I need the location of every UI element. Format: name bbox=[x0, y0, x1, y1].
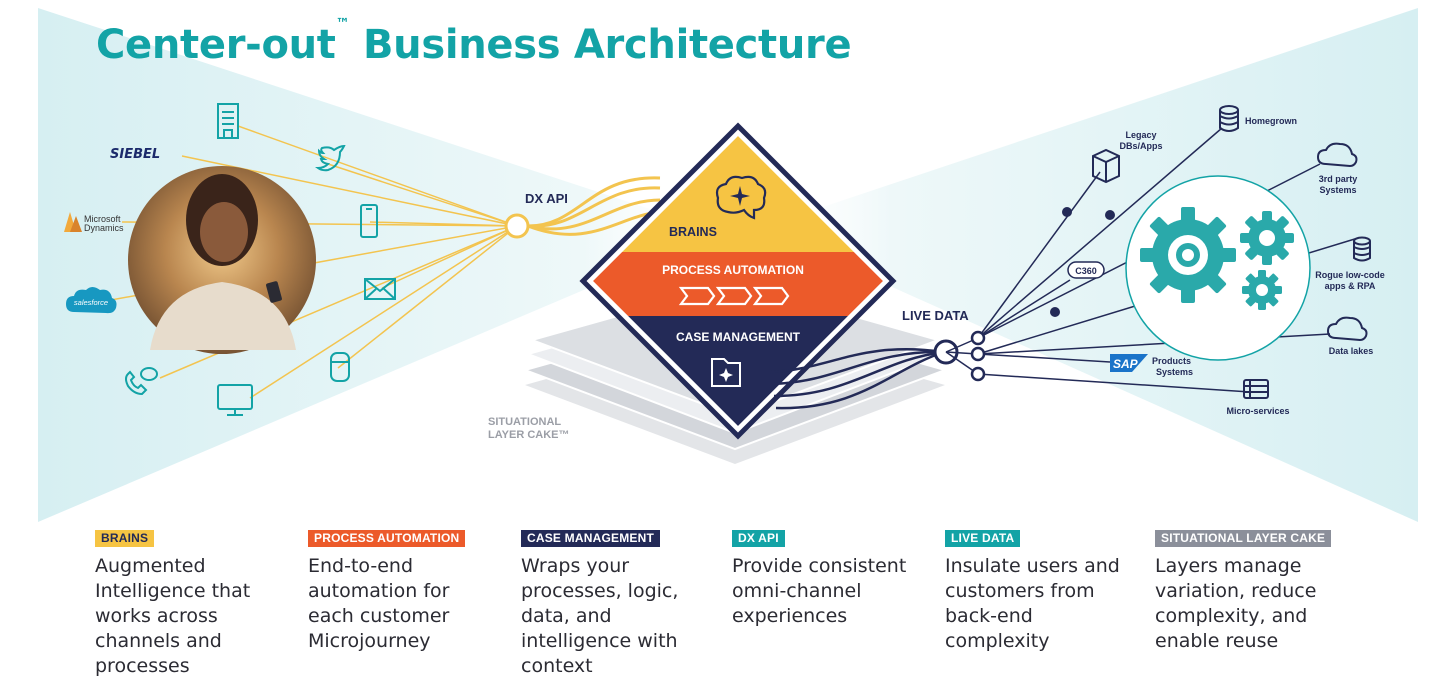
rogue-apps-db-icon bbox=[1353, 236, 1371, 262]
data-lakes-cloud-icon bbox=[1326, 316, 1368, 342]
legend-dx-api: DX API Provide consistent omni-channel exp… bbox=[732, 529, 932, 629]
homegrown-label: Homegrown bbox=[1245, 116, 1297, 126]
legend-case-management: CASE MANAGEMENT Wraps your processes, log… bbox=[521, 529, 721, 679]
legend-description-line: Intelligence that bbox=[95, 580, 251, 602]
legend-description-line: enable reuse bbox=[1155, 630, 1279, 652]
microsoft-dynamics-logo: Microsoft Dynamics bbox=[64, 212, 124, 233]
phone-chat-icon bbox=[125, 367, 158, 396]
legend-live-data: LIVE DATA Insulate users and customers fr… bbox=[945, 529, 1145, 654]
rogue-label-line-1: Rogue low-code bbox=[1315, 270, 1385, 280]
legend-description-line: back-end bbox=[945, 605, 1033, 627]
legend-description-line: each customer bbox=[308, 605, 450, 627]
legend-description-line: channels and bbox=[95, 630, 222, 652]
svg-text:Dynamics: Dynamics bbox=[84, 223, 124, 233]
legend-description-line: data, and bbox=[521, 605, 612, 627]
smart-speaker-icon bbox=[330, 352, 350, 382]
process-automation-label: PROCESS AUTOMATION bbox=[662, 263, 804, 277]
case-folder-icon bbox=[711, 358, 741, 387]
live-data-node-1 bbox=[970, 330, 986, 346]
sap-products-label-line-2: Systems bbox=[1156, 367, 1193, 377]
layer-cake-label-line-1: SITUATIONAL bbox=[488, 416, 561, 428]
legend-description-line: automation for bbox=[308, 580, 450, 602]
legend-situational-layer-cake: SITUATIONAL LAYER CAKE Layers manage vari… bbox=[1155, 529, 1355, 654]
legend-description-line: works across bbox=[95, 605, 218, 627]
legend-badge: BRAINS bbox=[95, 530, 155, 547]
svg-text:C360: C360 bbox=[1075, 266, 1097, 276]
brains-label: BRAINS bbox=[669, 225, 717, 239]
process-arrows-icon bbox=[678, 286, 790, 306]
process-automation-layer bbox=[591, 252, 885, 316]
data-lakes-label: Data lakes bbox=[1329, 346, 1374, 356]
rogue-label-line-2: apps & RPA bbox=[1325, 281, 1376, 291]
legend-description-line: complexity bbox=[945, 630, 1050, 652]
legend-description-line: Layers manage bbox=[1155, 555, 1302, 577]
legend-description-line: Insulate users and bbox=[945, 555, 1120, 577]
micro-services-label: Micro-services bbox=[1226, 406, 1289, 416]
legend-description: Provide consistent omni-channel experience… bbox=[732, 554, 932, 629]
legend-description-line: variation, reduce bbox=[1155, 580, 1317, 602]
legend-description-line: End-to-end bbox=[308, 555, 414, 577]
twitter-icon bbox=[314, 144, 346, 172]
monitor-icon bbox=[217, 384, 253, 416]
micro-services-icon bbox=[1243, 379, 1269, 399]
c360-badge: C360 bbox=[1067, 261, 1105, 279]
mobile-phone-icon bbox=[360, 204, 378, 238]
legend-description-line: complexity, and bbox=[1155, 605, 1308, 627]
live-data-node-2 bbox=[970, 346, 986, 362]
legend-description-line: omni-channel bbox=[732, 580, 862, 602]
legacy-label-line-2: DBs/Apps bbox=[1119, 141, 1162, 151]
gears-icon bbox=[1140, 207, 1294, 310]
legend-description-line: context bbox=[521, 655, 593, 677]
siebel-logo: SIEBEL bbox=[110, 147, 160, 162]
brain-lightbulb-icon bbox=[715, 175, 767, 220]
building-icon bbox=[217, 103, 239, 139]
third-party-label-line-1: 3rd party bbox=[1319, 174, 1358, 184]
sap-products-label-line-1: Products bbox=[1152, 356, 1191, 366]
svg-text:SAP: SAP bbox=[1113, 357, 1139, 371]
legend-badge: SITUATIONAL LAYER CAKE bbox=[1155, 530, 1332, 547]
left-channel-fan bbox=[38, 8, 720, 522]
layer-cake-label-line-2: LAYER CAKE™ bbox=[488, 429, 570, 441]
legacy-label-line-1: Legacy bbox=[1125, 130, 1156, 140]
third-party-cloud-icon bbox=[1316, 142, 1358, 168]
email-icon bbox=[364, 278, 396, 300]
legend-badge: LIVE DATA bbox=[945, 530, 1021, 547]
svg-text:Microsoft: Microsoft bbox=[84, 214, 121, 224]
legend-description-line: customers from bbox=[945, 580, 1095, 602]
legend-description-line: processes, logic, bbox=[521, 580, 679, 602]
homegrown-db-icon bbox=[1219, 105, 1239, 132]
live-data-node-3 bbox=[970, 366, 986, 382]
dx-api-label: DX API bbox=[525, 191, 568, 206]
legend-badge: PROCESS AUTOMATION bbox=[308, 530, 466, 547]
connector-plug-icons bbox=[1050, 207, 1115, 317]
live-data-label: LIVE DATA bbox=[902, 308, 969, 323]
legend-badge: CASE MANAGEMENT bbox=[521, 530, 661, 547]
legend-description-line: Microjourney bbox=[308, 630, 431, 652]
legend-description-line: experiences bbox=[732, 605, 848, 627]
legend-description: Layers manage variation, reduce complexity… bbox=[1155, 554, 1355, 654]
legend-process-automation: PROCESS AUTOMATION End-to-end automation … bbox=[308, 529, 508, 654]
page-title: Center-out™ Business Architecture bbox=[96, 16, 852, 68]
dx-api-hub bbox=[504, 213, 530, 239]
legend-description-line: intelligence with bbox=[521, 630, 678, 652]
legend-description-line: Provide consistent bbox=[732, 555, 907, 577]
legend-description: Wraps your processes, logic, data, and inte… bbox=[521, 554, 721, 679]
legend-description: Insulate users and customers from back-end… bbox=[945, 554, 1145, 654]
live-data-cable bbox=[769, 347, 945, 410]
salesforce-logo: salesforce bbox=[66, 287, 117, 314]
third-party-label-line-2: Systems bbox=[1319, 185, 1356, 195]
customer-photo bbox=[128, 166, 316, 354]
sap-logo: SAP bbox=[1110, 354, 1148, 372]
legend-description-line: Wraps your bbox=[521, 555, 630, 577]
legend-description-line: processes bbox=[95, 655, 190, 677]
legend-badge: DX API bbox=[732, 530, 785, 547]
legend-description-line: Augmented bbox=[95, 555, 206, 577]
case-management-label: CASE MANAGEMENT bbox=[676, 330, 801, 344]
svg-text:salesforce: salesforce bbox=[74, 298, 108, 307]
legacy-db-icon bbox=[1092, 148, 1120, 184]
